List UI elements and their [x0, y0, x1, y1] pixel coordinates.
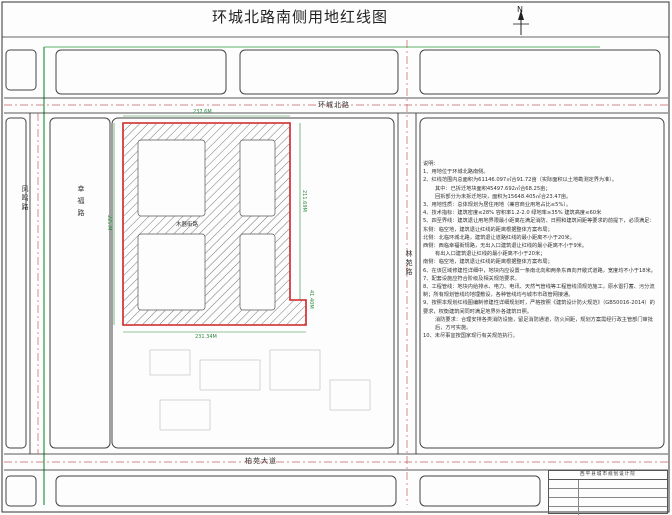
note-line: 10、未尽事宜按国家现行有关规范执行。 — [423, 333, 518, 340]
note-line: 北侧：北临环城北路，建筑退让道路红线的最小距离不小于20米。 — [423, 234, 575, 241]
note-line: 7、配套设施应符合阶级及相关规范要求。 — [423, 275, 520, 282]
dimension-right: 211.69M — [301, 190, 307, 212]
south-road — [4, 453, 668, 471]
road-label-west: 凤鸣路 — [21, 185, 29, 212]
site-block — [111, 117, 395, 449]
east-road — [397, 40, 417, 505]
note-line: 2、红线范围内总面积为61146.097㎡合91.72亩（实际面积以土地勘测定界… — [423, 177, 618, 184]
road-label-inner-site: 木器街路 — [176, 222, 199, 228]
note-line: 8、工程管线：地块内给排水、电力、电讯、天然气管线等工程管线须规范施工，原水雷打… — [423, 284, 655, 299]
note-line: 5、四至界线：建筑退让用地界限最小距离在满足消防、日照和建筑间距等要求的前提下，… — [423, 218, 655, 225]
road-label-inner-west: 幸福路 — [77, 185, 85, 221]
title-block-org: 西平县城市规划设计院 — [549, 471, 667, 480]
note-line: 消防要求：合理安排各类消防设施，留足消防通道，防火间距，规划方案需经行政主管部门… — [435, 316, 653, 332]
notes-text: 说明： 1、用地位于环城北路南侧。 2、红线范围内总面积为61146.097㎡合… — [423, 160, 659, 340]
north-blocks — [5, 49, 661, 95]
road-label-north: 环城北路 — [318, 101, 350, 109]
notes-box — [419, 117, 665, 449]
west-blocks — [5, 117, 111, 449]
title-block-row — [549, 498, 667, 507]
north-arrow-icon — [513, 10, 529, 35]
note-line: 1、用地位于环城北路南侧。 — [423, 169, 489, 176]
south-blocks — [5, 475, 541, 507]
title-block-row — [549, 489, 667, 498]
note-line: 有出入口建筑退让红线的最小距离不小于20米； — [435, 251, 546, 258]
note-line: 西侧：西临幸福街规路，无出入口建筑退让红线的最小距离不小于9米。 — [423, 243, 588, 250]
road-label-east: 林苑路 — [405, 250, 413, 277]
hatched-setback — [123, 123, 306, 325]
dimension-left: 225.M — [106, 215, 112, 231]
note-line: 其中：已拆迁地块面积45497.692㎡合68.25亩； — [435, 185, 551, 192]
north-road — [4, 97, 668, 114]
note-line: 东侧：临空地，建筑退让红线的距离根据整体方案布局； — [423, 226, 553, 233]
north-label: N — [517, 5, 523, 14]
note-line: 回拆部分为未拆迁地块，面积为15648.405㎡合23.47亩。 — [435, 193, 572, 200]
dimension-lines — [113, 115, 306, 333]
west-road — [29, 113, 39, 454]
title-block-row — [549, 507, 667, 515]
title-block-row — [549, 480, 667, 489]
note-line: 南侧：临空地，建筑退让红线的距离根据整体方案布局； — [423, 259, 553, 266]
dimension-top: 237.6M — [193, 109, 212, 115]
note-line: 4、技术指标：建筑密度≤28% 容积率1.2-2.0 绿地率≥35% 建筑高度≤… — [423, 210, 602, 217]
road-label-south: 柏苑大道 — [245, 457, 277, 465]
note-line: 9、按照本规划红线图编制修建性详细规划时，严格按照《建筑设计防火规范》（GB50… — [423, 300, 655, 315]
note-line: 说明： — [423, 161, 439, 167]
dimension-bottom: 231.34M — [195, 334, 217, 340]
title-block: 西平县城市规划设计院 — [548, 470, 668, 515]
note-line: 3、用地性质：总体规划为居住用地（兼容商业用地占比≤5%）。 — [423, 202, 572, 209]
building-outlines — [149, 349, 371, 431]
note-line: 6、在该区域修建性详细中，地块内应设置一条南北向和两条东西向开敞式道路，宽度均不… — [423, 267, 656, 274]
dimension-corner: 41.40M — [308, 290, 314, 309]
map-title: 环城北路南侧用地红线图 — [211, 8, 388, 26]
